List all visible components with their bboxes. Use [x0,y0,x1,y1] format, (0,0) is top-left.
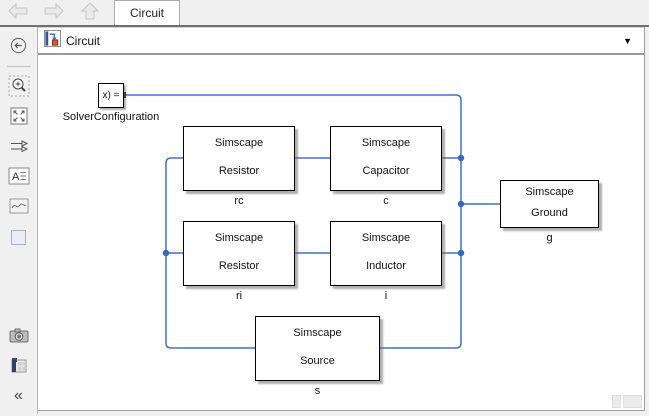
block-i[interactable]: Simscape Inductor i [330,221,442,302]
area-icon [11,229,26,245]
fit-to-view-button[interactable] [5,103,33,131]
block-face-s[interactable]: Simscape Source [255,316,380,381]
block-face-ri[interactable]: Simscape Resistor [183,221,295,286]
block-label-c: c [383,195,389,207]
block-text-line2: Source [300,355,335,367]
block-c[interactable]: Simscape Capacitor c [330,126,442,207]
block-label-i: i [384,290,388,302]
up-button[interactable] [72,0,108,25]
annotation-icon: A [8,167,30,188]
route-lines-button[interactable] [5,133,33,161]
block-face-g[interactable]: Simscape Ground [500,180,599,228]
editor-panel: Circuit ▼ [38,27,645,411]
block-label-g: g [546,232,553,244]
block-g[interactable]: Simscape Ground g [500,180,599,244]
tab-circuit[interactable]: Circuit [114,0,181,25]
breadcrumb-model-name[interactable]: Circuit [66,33,101,48]
scrollbar-corner [612,395,642,408]
palette-separator [6,66,31,67]
area-button[interactable] [5,223,33,251]
block-text-line1: Simscape [293,327,342,339]
block-face-i[interactable]: Simscape Inductor [330,221,442,286]
image-icon [9,198,29,217]
annotation-button[interactable]: A [5,163,33,191]
block-text-line1: Simscape [525,186,574,198]
zoom-in-icon [8,75,30,100]
wire-junction-dots [162,154,465,257]
camera-icon [9,327,29,346]
hide-explorer-bar-button[interactable] [5,33,33,61]
block-label-ri: ri [235,290,243,302]
block-rc[interactable]: Simscape Resistor rc [183,126,295,207]
block-text-line2: Resistor [218,260,260,272]
forward-arrow-icon [42,1,66,24]
scrollbar-corner-left [612,395,621,408]
main-area: A « Cir [0,27,649,414]
back-button[interactable] [0,0,36,25]
collapse-palette-button[interactable]: « [5,382,33,410]
back-arrow-icon [6,1,30,24]
block-text-line2: Resistor [218,165,260,177]
route-arrows-icon [9,137,29,158]
block-text-line1: Simscape [214,137,264,149]
model-canvas[interactable]: x) = SolverConfiguration Simscape Resist… [38,55,644,410]
block-text-line1: Simscape [361,137,411,149]
legend-icon [10,356,28,377]
block-text-line2: Inductor [366,260,406,272]
block-face-c[interactable]: Simscape Capacitor [330,126,442,191]
fit-to-view-icon [9,106,29,129]
svg-text:A: A [12,171,20,183]
tab-label: Circuit [130,6,165,20]
explorer-bar: Circuit ▼ [38,27,644,55]
legend-button[interactable] [5,352,33,380]
viewmark-camera-button[interactable] [5,322,33,350]
block-text-line2: Capacitor [362,165,410,177]
breadcrumb-dropdown-arrow-icon[interactable]: ▼ [623,35,632,46]
canvas-palette: A « [0,27,38,414]
forward-button[interactable] [36,0,72,25]
block-text-line1: Simscape [361,232,411,244]
block-ri[interactable]: Simscape Resistor ri [183,221,295,302]
block-text-line1: Simscape [214,232,264,244]
image-button[interactable] [5,193,33,221]
block-text-line2: Ground [531,207,568,219]
simulink-model-icon [44,29,61,52]
block-face-rc[interactable]: Simscape Resistor [183,126,295,191]
zoom-in-button[interactable] [5,73,33,101]
collapse-chevrons-icon: « [14,387,23,404]
block-solver-configuration[interactable]: x) = SolverConfiguration [63,83,159,123]
block-label-s: s [314,385,321,397]
block-label-rc: rc [234,195,244,207]
tab-bar: Circuit [0,0,649,27]
up-arrow-icon [79,1,101,24]
signal-wires[interactable] [38,55,644,410]
scrollbar-corner-right [623,395,642,408]
circle-back-icon [9,36,28,58]
solver-block-face[interactable]: x) = [98,83,124,108]
wire-solver-to-bus [124,94,462,349]
block-s[interactable]: Simscape Source s [255,316,380,397]
block-label-solverconfiguration: SolverConfiguration [62,111,160,123]
